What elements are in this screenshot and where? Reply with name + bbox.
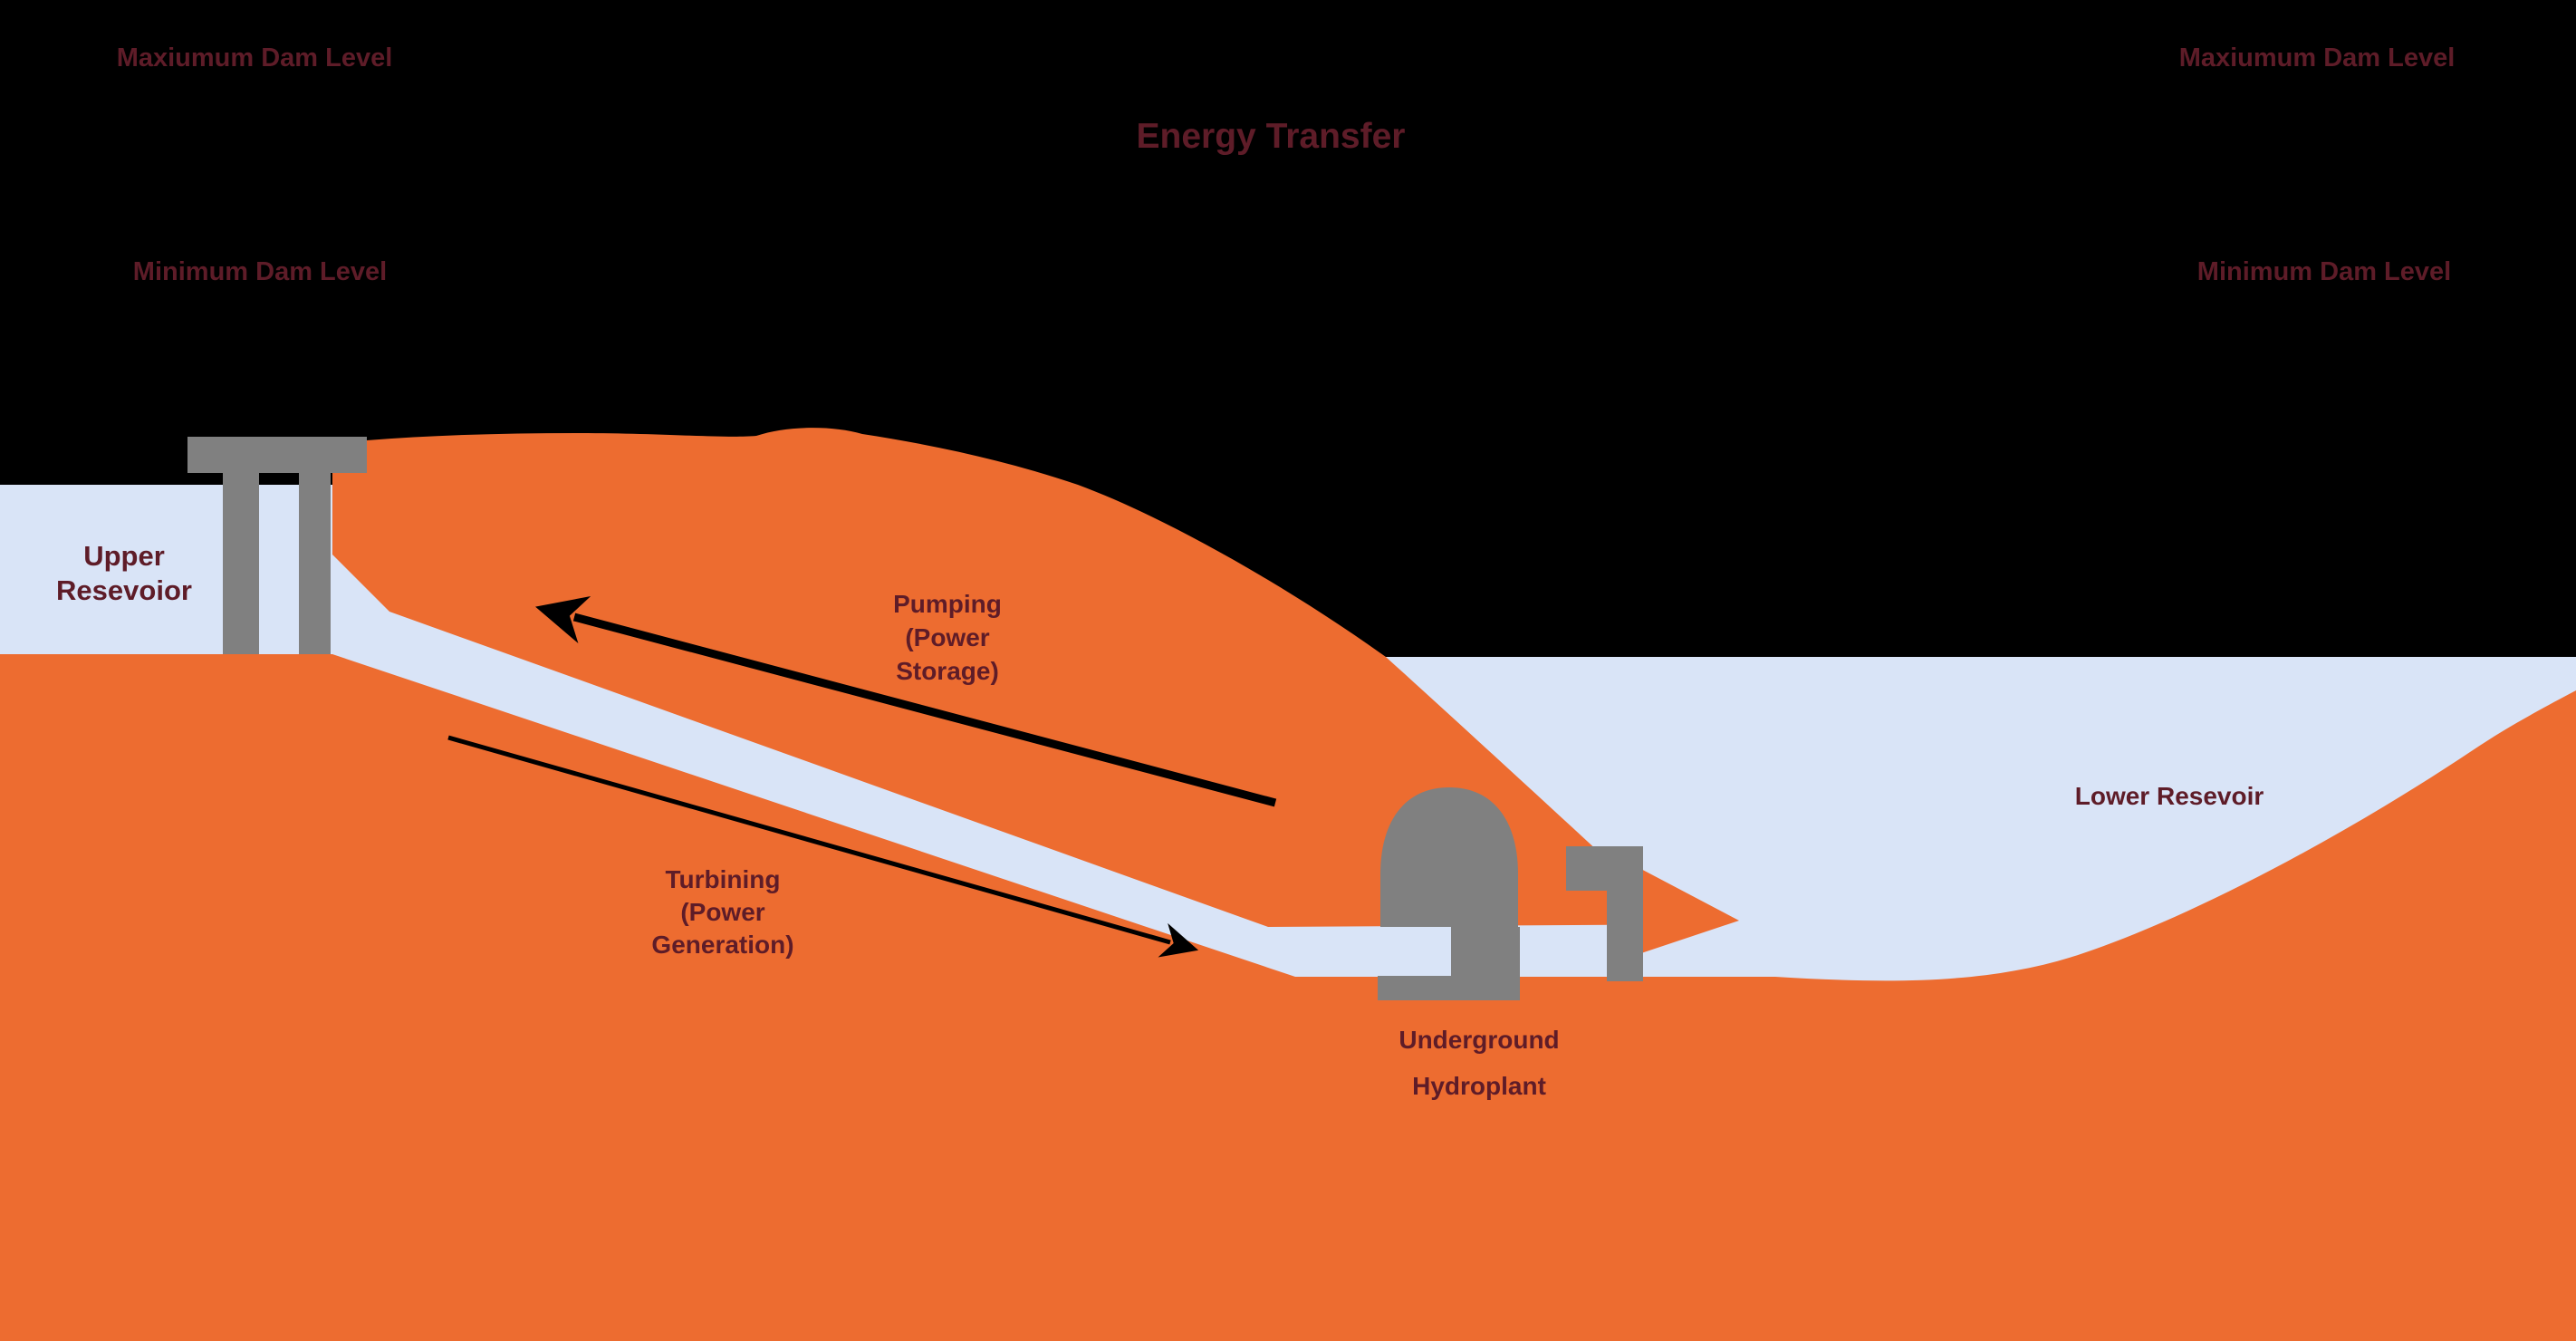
hydroplant-base	[1378, 976, 1520, 1000]
mountain-terrain	[332, 428, 1716, 928]
dam-crest-bar	[187, 437, 367, 473]
svg-text:Resevoior: Resevoior	[56, 574, 192, 606]
hydroplant-label: Underground Hydroplant	[1399, 1026, 1559, 1100]
svg-text:Hydroplant: Hydroplant	[1412, 1072, 1546, 1100]
turbining-arrow	[447, 735, 1199, 958]
svg-text:Generation): Generation)	[651, 931, 793, 959]
svg-text:Pumping: Pumping	[893, 590, 1002, 618]
svg-text:Turbining: Turbining	[666, 865, 781, 893]
pumping-label: Pumping (Power Storage)	[893, 590, 1002, 685]
ground-terrain	[0, 654, 2576, 1341]
svg-text:Underground: Underground	[1399, 1026, 1559, 1054]
svg-text:(Power: (Power	[680, 898, 764, 926]
max-dam-level-right: Maxiumum Dam Level	[2179, 43, 2456, 72]
upper-reservoir-water	[0, 485, 335, 661]
hydroplant-structure	[1378, 787, 1643, 1000]
dam-pillar-left	[223, 473, 259, 654]
lower-reservoir-label: Lower Resevoir	[2075, 782, 2264, 810]
min-dam-level-right: Minimum Dam Level	[2197, 257, 2451, 286]
pumping-arrow	[535, 595, 1277, 807]
svg-text:Storage): Storage)	[896, 657, 999, 685]
max-dam-level-left: Maxiumum Dam Level	[117, 43, 393, 72]
turbining-label: Turbining (Power Generation)	[651, 865, 793, 959]
upper-reservoir-label: Upper Resevoior	[56, 540, 192, 606]
dam-pillar-right	[299, 473, 331, 654]
terrain-beak	[1636, 866, 1739, 955]
svg-text:Upper: Upper	[83, 540, 165, 572]
diagram-title: Energy Transfer	[1137, 117, 1406, 156]
dam-structure	[187, 437, 367, 654]
svg-text:(Power: (Power	[905, 623, 989, 651]
hydroplant-dome	[1380, 787, 1518, 927]
hydroplant-step	[1451, 927, 1520, 976]
surge-shaft	[1566, 846, 1643, 981]
min-dam-level-left: Minimum Dam Level	[133, 257, 387, 286]
